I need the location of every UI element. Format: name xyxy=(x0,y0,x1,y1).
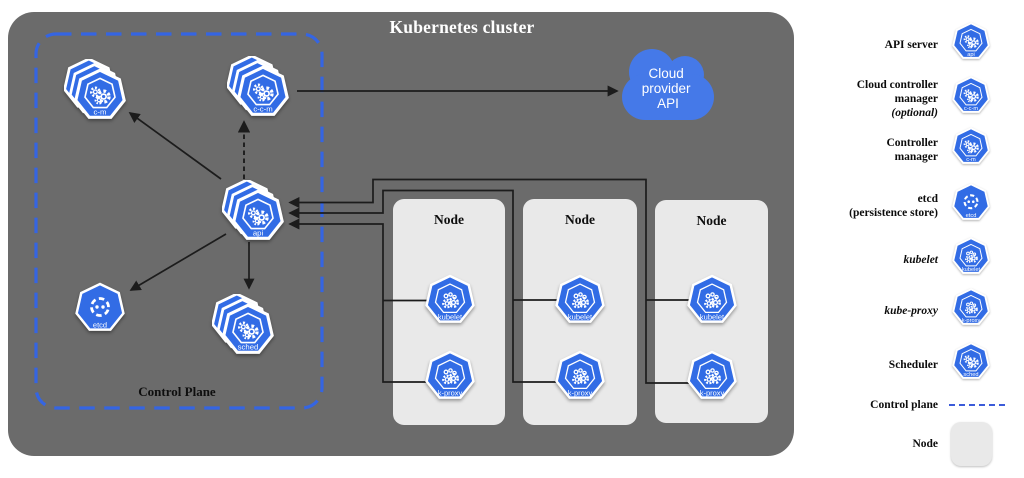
legend-label-line: (persistence store) xyxy=(849,207,938,219)
api-server-icon: api xyxy=(221,178,294,257)
legend-label: etcd (persistence store) xyxy=(798,192,938,220)
node1-to-api-connector xyxy=(288,218,435,383)
icon-label: kubelet xyxy=(700,312,725,321)
icon-label: kubelet xyxy=(568,312,593,321)
legend-api-server-icon: api xyxy=(949,21,993,70)
legend-row-control-plane-line: Control plane xyxy=(798,382,1024,428)
scheduler-icon: sched xyxy=(211,292,284,371)
legend-row-node-box: Node xyxy=(798,421,1024,467)
icon-label: c-m xyxy=(94,108,107,117)
cloud-base xyxy=(622,74,714,120)
icon-label: k-proxy xyxy=(568,388,593,397)
legend-controller-manager-icon: c-m xyxy=(949,126,993,175)
kubelet-icon: kubelet xyxy=(683,273,741,336)
legend-label-line: Scheduler xyxy=(888,358,938,371)
icon-label: api xyxy=(967,52,975,58)
legend-label-line: kube-proxy xyxy=(884,304,938,317)
kube-proxy-icon: k-proxy xyxy=(421,349,479,412)
legend-label: Control plane xyxy=(798,398,938,412)
node-title: Node xyxy=(434,212,464,227)
kube-proxy-icon: k-proxy xyxy=(683,349,741,412)
legend-label: API server xyxy=(798,38,938,52)
icon-label: k-proxy xyxy=(962,318,981,324)
icon-label: api xyxy=(253,229,264,238)
cluster-title: Kubernetes cluster xyxy=(389,17,535,37)
node-title: Node xyxy=(565,212,595,227)
cloud-controller-manager-icon: c-c-m xyxy=(226,54,299,133)
legend-row-kube-proxy: kube-proxy k-proxy xyxy=(798,287,1024,336)
legend-label-line: Controller xyxy=(886,136,938,149)
icon-label: k-proxy xyxy=(700,388,725,397)
icon-label: sched xyxy=(963,372,978,378)
api-to-controller-manager-arrow xyxy=(128,112,222,180)
legend-label-line: kubelet xyxy=(903,253,939,266)
cloud-provider-api: Cloud provider API xyxy=(622,49,714,120)
icon-label: sched xyxy=(238,343,259,352)
legend-label-line: (optional) xyxy=(891,107,938,119)
legend-label-line: manager xyxy=(894,92,938,105)
icon-label: etcd xyxy=(966,213,977,219)
kubelet-icon: kubelet xyxy=(421,273,479,336)
legend-kube-proxy-icon: k-proxy xyxy=(949,287,993,336)
api-to-etcd-arrow xyxy=(129,233,227,291)
etcd-icon: etcd xyxy=(71,281,129,344)
icon-label: k-proxy xyxy=(438,388,463,397)
legend-label: kubelet xyxy=(798,253,939,267)
legend-row-kubelet: kubelet kubelet xyxy=(798,236,1024,285)
legend-label: kube-proxy xyxy=(798,304,938,318)
legend-label: Scheduler xyxy=(798,358,938,372)
control-plane-label: Control Plane xyxy=(138,384,216,399)
legend-label-line: manager xyxy=(894,151,938,163)
legend-row-scheduler: Scheduler sched xyxy=(798,341,1024,390)
legend-label: Node xyxy=(798,437,938,451)
legend-label-line: Node xyxy=(912,437,938,450)
cloud-label: Cloud provider API xyxy=(642,66,695,111)
legend-row-controller-manager: Controller manager c-m xyxy=(798,126,1024,175)
legend-scheduler-icon: sched xyxy=(949,341,993,390)
legend-label-line: etcd xyxy=(917,192,938,205)
node2-to-api-connector xyxy=(288,189,565,383)
legend-label: Controller manager xyxy=(798,136,938,164)
icon-label: kubelet xyxy=(962,267,981,273)
icon-label: etcd xyxy=(93,320,107,329)
kube-proxy-icon: k-proxy xyxy=(551,349,609,412)
legend-row-etcd: etcd (persistence store) etcd xyxy=(798,182,1024,231)
legend-label-line: Control plane xyxy=(870,398,938,411)
node-box-swatch xyxy=(951,422,992,466)
icon-label: kubelet xyxy=(438,312,463,321)
node-title: Node xyxy=(696,213,727,228)
node3-to-api-connector xyxy=(288,178,697,384)
control-plane-line-swatch xyxy=(949,404,1005,406)
legend-etcd-icon: etcd xyxy=(949,182,993,231)
icon-label: c-c-m xyxy=(964,106,978,112)
legend-label-line: API server xyxy=(884,38,938,51)
controller-manager-icon: c-m xyxy=(63,57,136,136)
control-plane-border xyxy=(34,32,324,410)
icon-label: c-c-m xyxy=(253,105,272,114)
legend-row-api-server: API server api xyxy=(798,21,1024,70)
legend-label-line: Cloud controller xyxy=(856,78,938,91)
kubelet-icon: kubelet xyxy=(551,273,609,336)
legend-cloud-controller-manager-icon: c-c-m xyxy=(949,75,993,124)
icon-label: c-m xyxy=(966,157,976,163)
legend-kubelet-icon: kubelet xyxy=(949,236,993,285)
